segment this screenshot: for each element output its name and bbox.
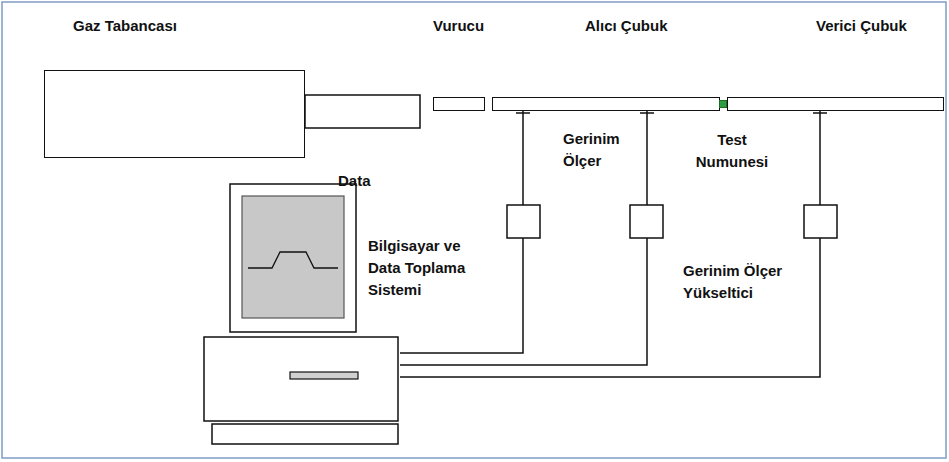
incident-bar: Alıcı Çubuk <box>492 97 720 111</box>
computer-system: Bilgisayar ve Data Toplama Sistemi <box>200 183 400 447</box>
signal-wire <box>400 111 820 377</box>
strain-gauge-label: Gerinim Ölçer <box>563 128 633 172</box>
computer <box>204 184 398 444</box>
data-label: Data <box>338 170 398 192</box>
amplifier-box <box>507 205 837 238</box>
signal-wire <box>400 111 523 353</box>
amplifier-label: Gerinim Ölçer Yükseltici <box>683 260 803 304</box>
gun-barrel <box>305 95 420 128</box>
node-label: Alıcı Çubuk <box>585 15 715 37</box>
transmitter-bar: Verici Çubuk <box>727 97 944 111</box>
gas-gun: Gaz Tabancası <box>44 70 305 158</box>
striker-bar: Vurucu <box>433 97 485 111</box>
strain-gauge <box>516 112 827 114</box>
node-label: Bilgisayar ve Data Toplama Sistemi <box>368 235 478 300</box>
test-specimen: Test Numunesi <box>719 100 727 108</box>
node-label: Verici Çubuk <box>816 15 941 37</box>
node-label: Test Numunesi <box>692 129 772 173</box>
node-label: Gaz Tabancası <box>73 15 273 37</box>
node-label: Vurucu <box>433 15 553 37</box>
